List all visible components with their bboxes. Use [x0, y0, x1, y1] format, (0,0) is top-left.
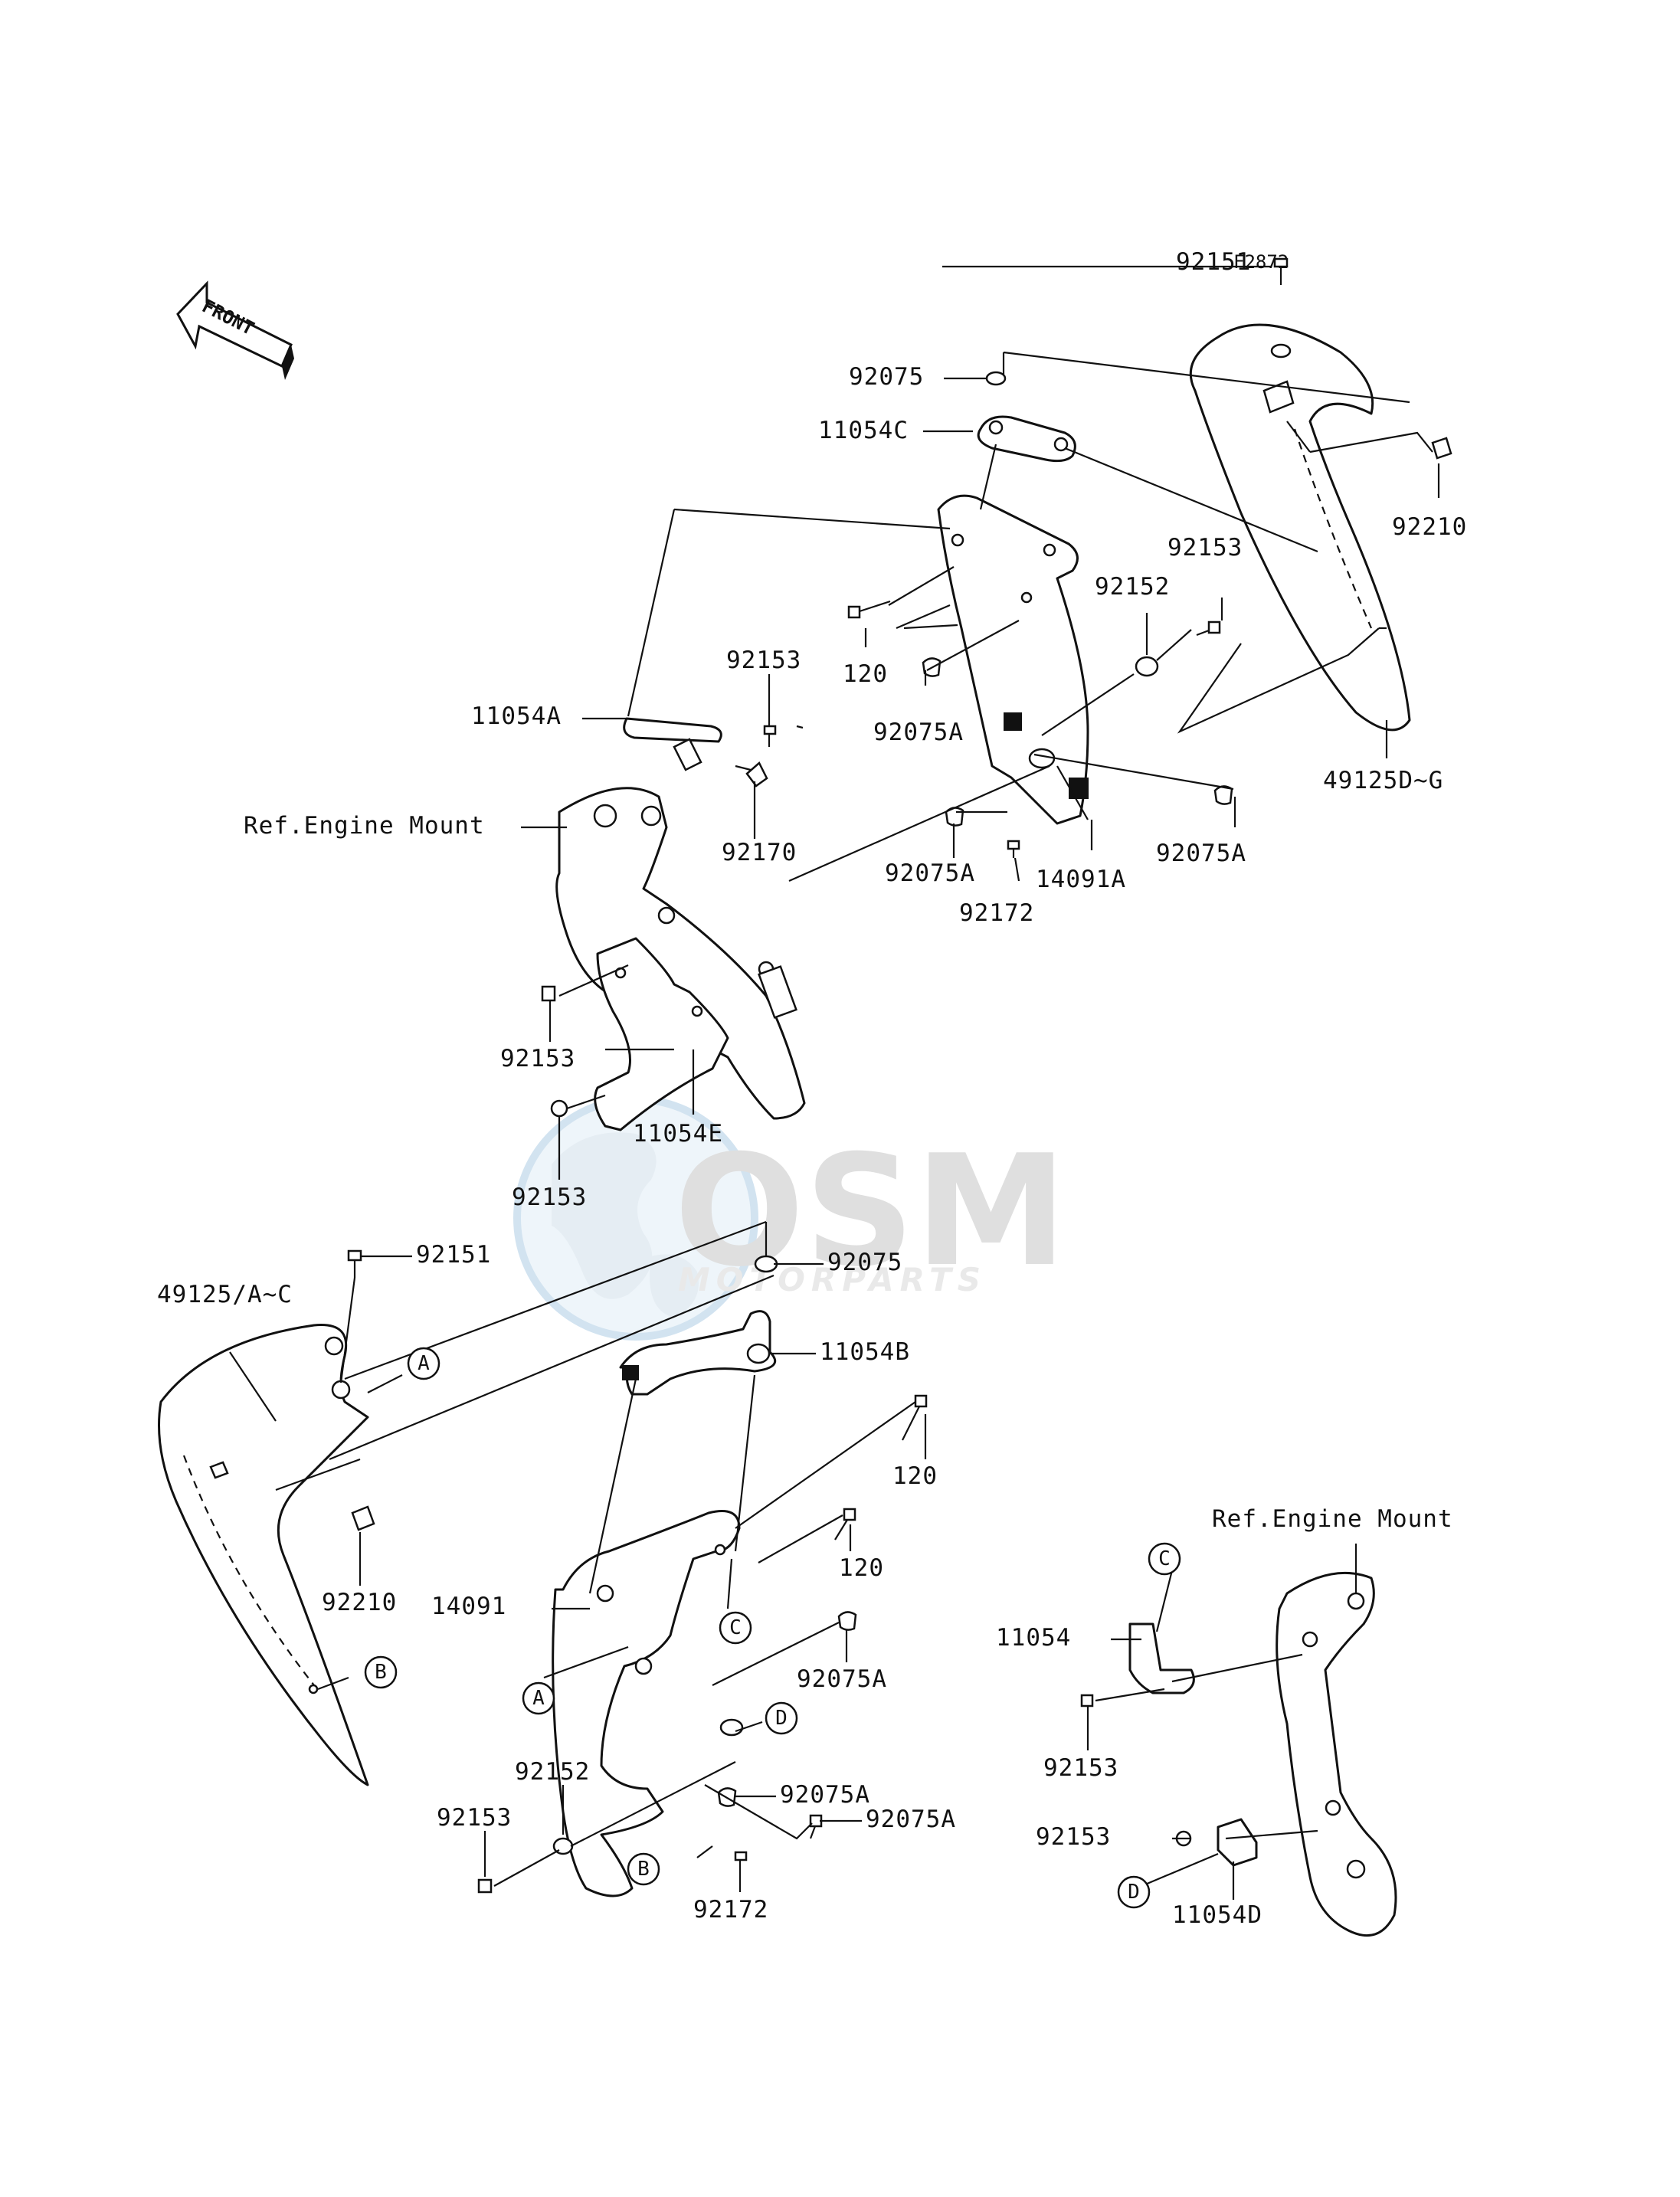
nut-92210-left — [351, 1505, 375, 1531]
label-92210-left: 92210 — [322, 1589, 397, 1616]
label-92151-top: 92151 — [1176, 248, 1251, 276]
label-14091: 14091 — [431, 1593, 506, 1620]
label-92075-bot: 92075 — [827, 1249, 902, 1276]
screw-92153-l2 — [550, 1099, 568, 1118]
svg-text:A: A — [532, 1687, 545, 1710]
inner-panel-14091 — [552, 1510, 741, 1897]
label-49125AC: 49125/A~C — [157, 1281, 293, 1308]
label-92172-bot: 92172 — [693, 1896, 768, 1924]
part-labels: 92151 92075 11054C 92210 92153 92152 120… — [157, 248, 1467, 1929]
label-92075A-2: 92075A — [885, 859, 975, 887]
label-92153-l2: 92153 — [512, 1184, 587, 1211]
screw-92151-top — [1273, 257, 1289, 285]
label-92075-top: 92075 — [849, 363, 924, 391]
washer-92075-bottom — [754, 1255, 778, 1273]
callout-d-2: D — [1117, 1875, 1151, 1909]
svg-text:D: D — [775, 1707, 788, 1730]
screw-92210-right — [1431, 437, 1452, 460]
label-120-top: 120 — [843, 660, 888, 688]
screw-92153-r1 — [1196, 620, 1221, 637]
bracket-11054B — [619, 1310, 777, 1396]
label-92075A-5: 92075A — [780, 1781, 870, 1809]
screw-92153-bottom — [477, 1878, 493, 1894]
screw-92153-br1 — [1080, 1694, 1094, 1708]
svg-text:B: B — [375, 1661, 387, 1684]
label-92210-right: 92210 — [1392, 513, 1467, 541]
front-arrow-icon: FRONT — [176, 280, 294, 380]
bracket-11054 — [1128, 1622, 1195, 1694]
clip-92170 — [745, 761, 768, 787]
washer-92075-top-hole — [1270, 343, 1292, 359]
label-92170: 92170 — [722, 839, 797, 866]
label-11054A: 11054A — [471, 702, 562, 730]
screw-92153-mid — [763, 725, 777, 747]
svg-text:D: D — [1128, 1881, 1140, 1904]
cowling-49125DG — [1189, 323, 1411, 732]
label-92075A-4: 92075A — [797, 1665, 887, 1693]
label-11054D: 11054D — [1172, 1901, 1262, 1929]
svg-text:C: C — [729, 1616, 742, 1639]
watermark: OSM MOTORPARTS — [513, 1095, 1067, 1341]
engine-mount-lower — [1276, 1571, 1397, 1937]
label-92172-top: 92172 — [959, 899, 1034, 927]
collar-92152-top — [1135, 656, 1159, 677]
svg-text:A: A — [418, 1352, 430, 1375]
label-14091A: 14091A — [1036, 866, 1126, 893]
label-92153-br2: 92153 — [1036, 1823, 1111, 1851]
label-ref-engine-mount-1: Ref.Engine Mount — [244, 812, 485, 840]
label-92153-b: 92153 — [437, 1804, 512, 1832]
screw-92172-top — [1007, 840, 1020, 858]
washer-92075-top — [985, 371, 1007, 386]
screw-120-b2 — [834, 1508, 856, 1541]
callout-c-2: C — [1148, 1542, 1181, 1576]
callout-d-1: D — [765, 1701, 798, 1735]
watermark-sub: MOTORPARTS — [678, 1261, 987, 1298]
engine-mount-upper — [555, 787, 806, 1120]
svg-text:C: C — [1158, 1547, 1171, 1570]
callout-a-1: A — [407, 1347, 440, 1380]
screw-120-top — [847, 600, 891, 619]
label-92075A-1: 92075A — [873, 719, 964, 746]
screw-120-b1 — [902, 1394, 928, 1441]
watermark-brand: OSM — [674, 1122, 1067, 1301]
label-92152-b: 92152 — [515, 1758, 590, 1786]
label-120-b1: 120 — [892, 1462, 938, 1490]
label-ref-engine-mount-2: Ref.Engine Mount — [1212, 1505, 1453, 1533]
label-11054: 11054 — [996, 1624, 1071, 1652]
label-92075A-6: 92075A — [866, 1806, 956, 1833]
screw-92075A-6 — [809, 1814, 823, 1839]
label-92153-l1: 92153 — [500, 1045, 575, 1072]
screw-92151-bottom — [347, 1249, 362, 1278]
bracket-11054A — [623, 717, 722, 743]
cowling-49125AC — [158, 1324, 369, 1786]
label-92152-r: 92152 — [1095, 573, 1170, 601]
svg-text:B: B — [637, 1858, 650, 1881]
callout-a-2: A — [522, 1681, 555, 1715]
bracket-11054D — [1217, 1818, 1258, 1867]
label-120-b2: 120 — [839, 1554, 884, 1582]
label-11054B: 11054B — [820, 1338, 910, 1366]
label-92153-mid: 92153 — [726, 647, 801, 674]
label-92075A-3: 92075A — [1156, 840, 1246, 867]
callout-c-1: C — [719, 1611, 752, 1645]
callout-b-1: B — [364, 1655, 398, 1689]
label-92153-br1: 92153 — [1043, 1754, 1118, 1782]
inner-panel-14091A — [937, 494, 1089, 825]
label-11054C: 11054C — [818, 417, 909, 444]
label-49125DG: 49125D~G — [1323, 767, 1443, 794]
label-11054E: 11054E — [633, 1120, 723, 1148]
bracket-11054E — [594, 937, 729, 1131]
label-92151-bot: 92151 — [416, 1241, 491, 1269]
callout-b-2: B — [627, 1852, 660, 1886]
screw-92172-bottom — [734, 1851, 748, 1874]
label-92153-r1: 92153 — [1167, 534, 1243, 562]
screw-92153-l1 — [541, 985, 556, 1002]
grommet-92075A-4 — [837, 1611, 857, 1631]
